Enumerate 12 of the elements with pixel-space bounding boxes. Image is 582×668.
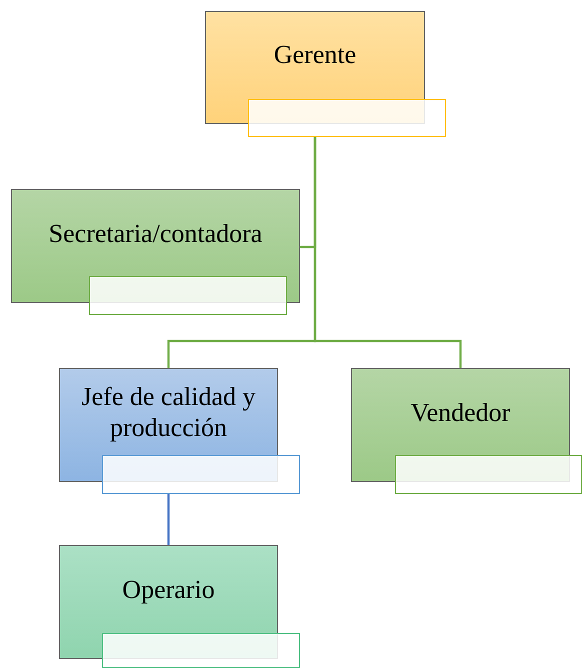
role-title: Operario xyxy=(122,574,215,604)
empty-label-box xyxy=(102,455,300,494)
role-title: Gerente xyxy=(274,39,356,70)
role-title: Vendedor xyxy=(410,396,510,428)
empty-label-box xyxy=(248,99,446,137)
connector-line xyxy=(167,494,170,545)
connector-line xyxy=(314,137,462,368)
role-title: Secretaria/contadora xyxy=(48,218,262,248)
empty-label-box xyxy=(102,633,300,668)
empty-label-box xyxy=(395,455,582,494)
empty-label-box xyxy=(89,276,287,315)
role-title: Jefe de calidad y producción xyxy=(80,381,256,443)
